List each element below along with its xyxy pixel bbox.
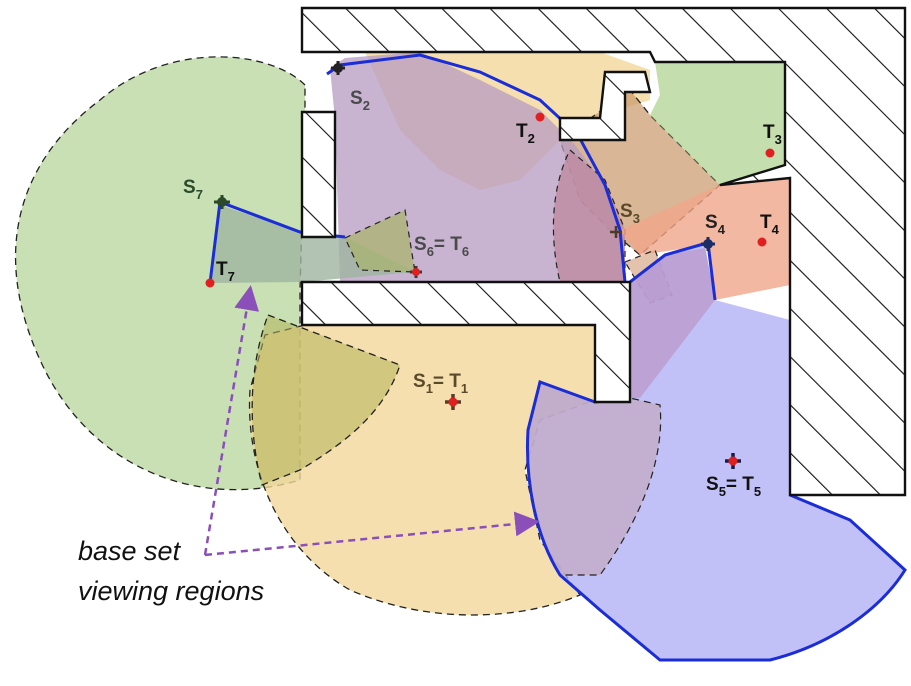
label-s6-t6: S6= T6 <box>414 234 469 259</box>
label-s5-t5: S5= T5 <box>706 474 761 499</box>
region-s4-mauve-small <box>630 248 715 398</box>
label-t7: T7 <box>216 259 235 284</box>
point-t3 <box>765 148 775 158</box>
point-s4 <box>701 237 715 251</box>
wall-step-block <box>558 70 652 142</box>
point-t2 <box>535 112 545 122</box>
label-s1-t1: S1= T1 <box>413 371 468 396</box>
label-s3: S3 <box>620 201 640 226</box>
annotation-arrow-up <box>203 285 259 556</box>
annotation-line-2: viewing regions <box>78 576 264 606</box>
s2-visibility-outline <box>326 53 627 283</box>
point-s7 <box>214 195 230 209</box>
region-s5-blue <box>527 245 905 660</box>
point-s2 <box>331 61 345 75</box>
label-t3: T3 <box>763 122 782 147</box>
point-s3 <box>610 226 622 238</box>
annotation-line-1: base set <box>78 536 182 566</box>
point-t7 <box>205 278 215 288</box>
label-s2: S2 <box>350 88 370 113</box>
label-t2: T2 <box>516 121 535 146</box>
s5-visibility-outline <box>526 380 907 662</box>
region-s7-green-disk <box>14 56 306 491</box>
region-s1-olive-cone <box>251 314 401 486</box>
region-t3-green <box>650 62 785 185</box>
point-s1-t1 <box>445 394 461 410</box>
point-s6-t6 <box>410 266 422 278</box>
point-t4 <box>757 237 767 247</box>
wall-left-post <box>300 110 337 239</box>
region-s4-salmon <box>620 178 790 300</box>
label-s7: S7 <box>183 177 203 202</box>
region-s1-gray-overlap <box>526 381 662 576</box>
label-s4: S4 <box>705 212 726 237</box>
annotation-arrow-right <box>204 511 540 557</box>
region-s6-olive <box>344 209 416 273</box>
wall-inner-ledge <box>300 280 632 404</box>
wall-outer-frame <box>300 6 907 497</box>
label-t4: T4 <box>760 212 780 237</box>
region-s3-mauve <box>552 149 626 283</box>
point-s5-t5 <box>725 453 741 469</box>
